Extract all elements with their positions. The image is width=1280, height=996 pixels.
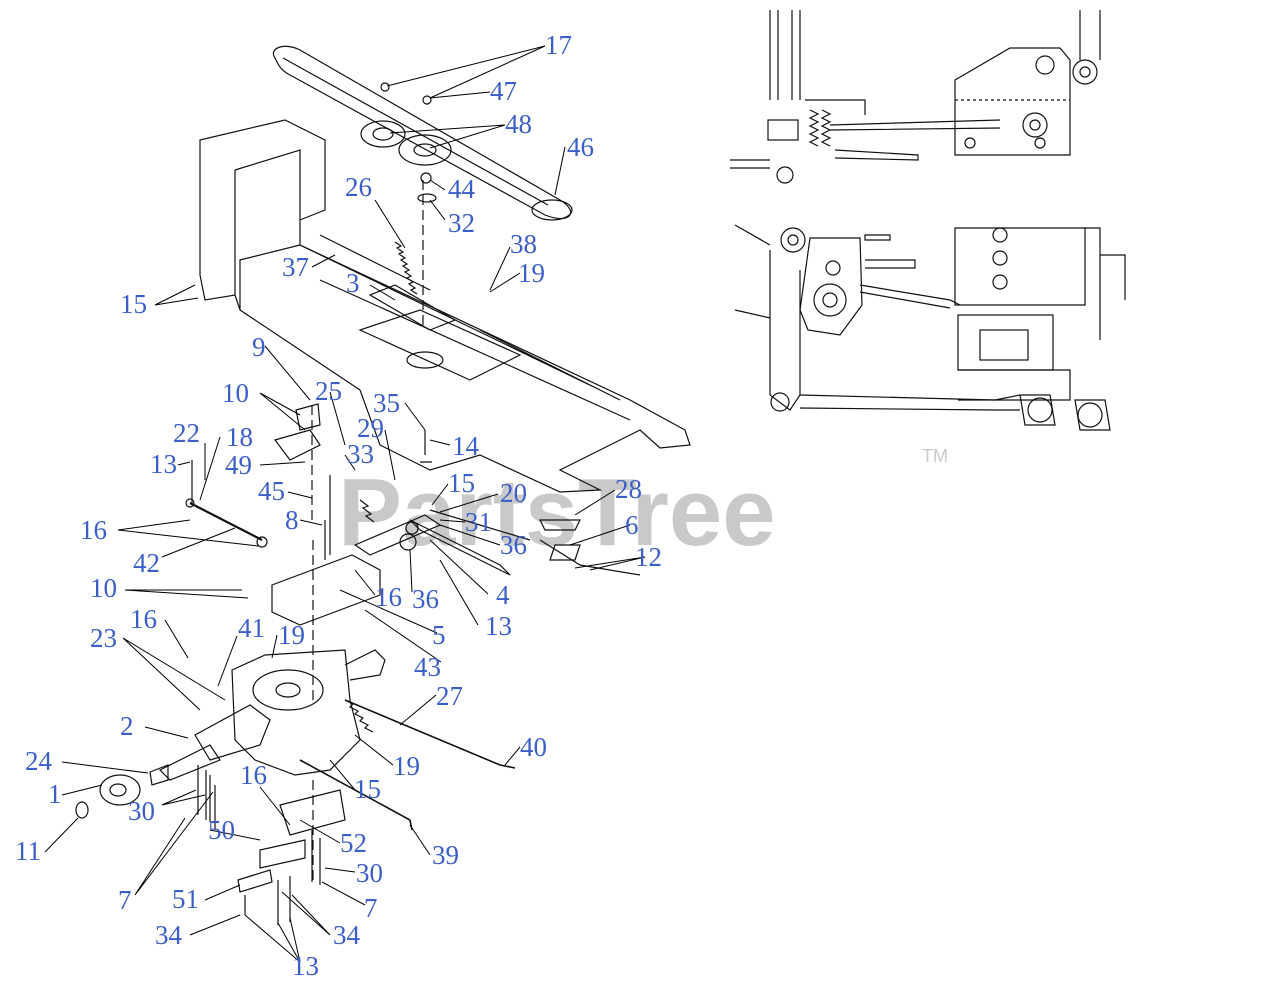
callout-24: 24 — [25, 746, 53, 776]
callout-13: 13 — [150, 449, 177, 479]
callout-13: 13 — [485, 611, 512, 641]
callout-49: 49 — [225, 450, 252, 480]
callout-2: 2 — [120, 711, 134, 741]
callout-45: 45 — [258, 476, 285, 506]
callout-3: 3 — [346, 268, 360, 298]
callout-17: 17 — [545, 30, 572, 60]
callout-48: 48 — [505, 109, 532, 139]
callout-16: 16 — [130, 604, 157, 634]
callout-13: 13 — [292, 951, 319, 981]
pulley-upper — [360, 120, 406, 148]
callout-8: 8 — [285, 505, 299, 535]
callout-38: 38 — [510, 229, 537, 259]
frame — [199, 119, 691, 493]
callout-15: 15 — [448, 468, 475, 498]
detail-plate — [954, 47, 1071, 156]
callout-34: 34 — [333, 920, 361, 950]
lower-bracket — [279, 789, 346, 836]
callout-29: 29 — [357, 413, 384, 443]
callout-39: 39 — [432, 840, 459, 870]
callout-5: 5 — [432, 620, 446, 650]
callout-15: 15 — [354, 774, 381, 804]
spring — [394, 241, 418, 295]
callout-40: 40 — [520, 732, 547, 762]
callout-10: 10 — [90, 573, 117, 603]
callout-37: 37 — [282, 252, 309, 282]
callout-35: 35 — [373, 388, 400, 418]
callout-19: 19 — [518, 258, 545, 288]
callout-11: 11 — [15, 836, 41, 866]
callout-16: 16 — [80, 515, 107, 545]
callout-27: 27 — [436, 681, 463, 711]
callout-14: 14 — [452, 431, 480, 461]
detail-lever — [799, 237, 863, 336]
leader-lines — [44, 45, 646, 963]
detail-view-top — [730, 10, 1101, 184]
callout-labels: 17 47 48 46 44 32 26 38 19 37 3 15 9 10 … — [15, 30, 662, 981]
watermark-text: PartsTree — [338, 459, 776, 566]
callout-30: 30 — [356, 858, 383, 888]
callout-20: 20 — [500, 478, 527, 508]
pulley-idler — [531, 199, 573, 221]
callout-25: 25 — [315, 376, 342, 406]
callout-12: 12 — [635, 542, 662, 572]
callout-22: 22 — [173, 418, 200, 448]
callout-50: 50 — [208, 815, 235, 845]
pulley-lower — [398, 134, 452, 166]
callout-30: 30 — [128, 796, 155, 826]
watermark-trademark: TM — [922, 446, 948, 466]
callout-51: 51 — [172, 884, 199, 914]
callout-47: 47 — [490, 76, 517, 106]
callout-31: 31 — [465, 507, 492, 537]
callout-46: 46 — [567, 132, 594, 162]
callout-42: 42 — [133, 548, 160, 578]
callout-36: 36 — [412, 584, 439, 614]
callout-16: 16 — [240, 760, 267, 790]
mounting-plate — [271, 554, 381, 626]
control-rod — [189, 502, 263, 541]
callout-16: 16 — [375, 582, 402, 612]
callout-4: 4 — [496, 580, 510, 610]
callout-32: 32 — [448, 208, 475, 238]
callout-18: 18 — [226, 422, 253, 452]
callout-44: 44 — [448, 174, 476, 204]
main-drawing — [75, 45, 691, 925]
callout-52: 52 — [340, 828, 367, 858]
callout-41: 41 — [238, 613, 265, 643]
callout-7: 7 — [364, 893, 378, 923]
callout-28: 28 — [615, 474, 642, 504]
callout-9: 9 — [252, 332, 266, 362]
callout-23: 23 — [90, 623, 117, 653]
callout-1: 1 — [48, 779, 62, 809]
transmission — [231, 649, 361, 776]
callout-33: 33 — [347, 439, 374, 469]
callout-6: 6 — [625, 510, 639, 540]
cooling-fan — [252, 669, 324, 711]
callout-43: 43 — [414, 652, 441, 682]
callout-34: 34 — [155, 920, 183, 950]
callout-15: 15 — [120, 289, 147, 319]
callout-19: 19 — [278, 620, 305, 650]
callout-36: 36 — [500, 530, 527, 560]
callout-26: 26 — [345, 172, 372, 202]
callout-19: 19 — [393, 751, 420, 781]
callout-10: 10 — [222, 378, 249, 408]
callout-7: 7 — [118, 885, 132, 915]
detail-view-bottom — [734, 224, 1126, 431]
watermark: PartsTree TM — [338, 446, 948, 566]
axle-hub — [99, 774, 141, 806]
